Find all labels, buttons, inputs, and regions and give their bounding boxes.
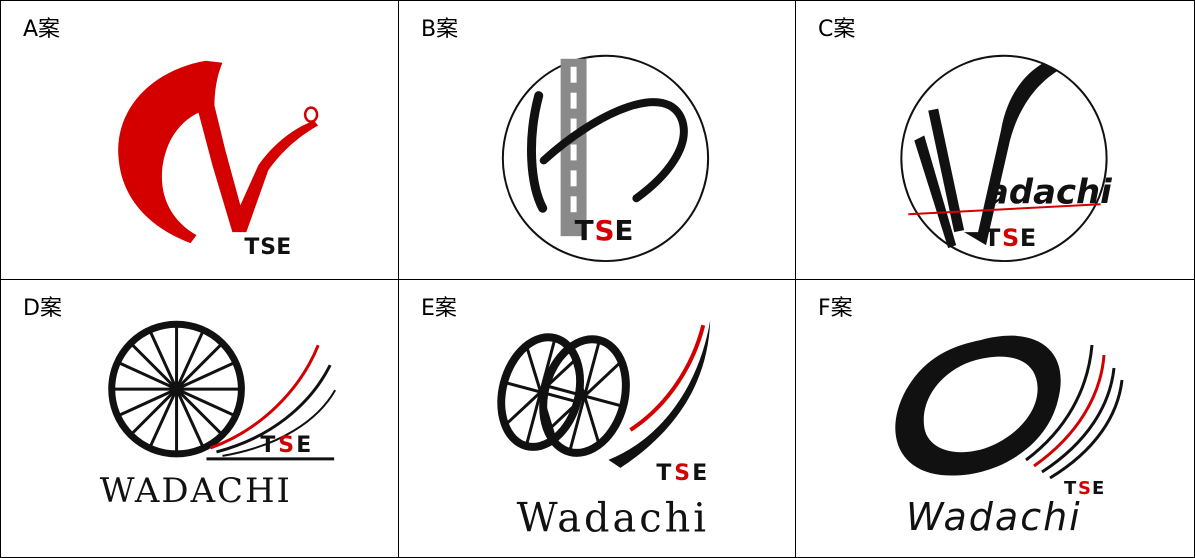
proposal-b-cell: B案 T S E bbox=[399, 1, 796, 280]
proposal-f-label: F案 bbox=[818, 296, 853, 321]
f-wordmark: Wadachi bbox=[906, 495, 1082, 539]
proposal-d-logo: T S E WADACHI bbox=[100, 320, 337, 510]
c-tse-s: S bbox=[1002, 224, 1019, 252]
c-tse-e: E bbox=[1020, 224, 1036, 252]
c-wordmark: adachi bbox=[986, 172, 1112, 211]
b-tse-e: E bbox=[614, 214, 633, 247]
d-tse-e: E bbox=[296, 433, 311, 458]
proposal-a-logo: T S E bbox=[118, 60, 319, 260]
f-tse-s: S bbox=[1078, 478, 1091, 499]
e-tse-e: E bbox=[692, 461, 707, 486]
proposal-a-cell: A案 T S E bbox=[1, 1, 399, 280]
proposal-c-cell: C案 adachi T S E bbox=[796, 1, 1194, 280]
proposal-b-label: B案 bbox=[421, 17, 459, 42]
proposal-c-label: C案 bbox=[818, 17, 856, 42]
e-tse-t: T bbox=[656, 461, 671, 486]
proposal-e-logo: T S E Wadachi bbox=[497, 320, 711, 542]
e-wordmark: Wadachi bbox=[517, 496, 709, 542]
proposal-a-label: A案 bbox=[23, 17, 61, 42]
f-tse-e: E bbox=[1092, 478, 1104, 499]
b-tse-t: T bbox=[575, 214, 594, 247]
d-wordmark: WADACHI bbox=[100, 471, 292, 510]
proposal-c-logo: adachi T S E bbox=[900, 54, 1112, 263]
proposal-e-cell: E案 T S E Wadachi bbox=[399, 280, 796, 557]
d-tse-s: S bbox=[278, 433, 294, 458]
b-tse-s: S bbox=[595, 214, 615, 247]
a-tse-e: E bbox=[276, 235, 291, 260]
f-tse-t: T bbox=[1064, 478, 1077, 499]
proposal-f-cell: F案 T S E Wadachi bbox=[796, 280, 1194, 557]
proposal-f-logo: T S E Wadachi bbox=[895, 335, 1124, 539]
e-tse-s: S bbox=[674, 461, 690, 486]
proposal-b-logo: T S E bbox=[501, 54, 710, 263]
a-tse-s: S bbox=[260, 235, 276, 260]
proposal-e-label: E案 bbox=[421, 296, 457, 321]
c-tse-t: T bbox=[984, 224, 1001, 252]
proposal-d-label: D案 bbox=[23, 296, 62, 321]
d-tse-t: T bbox=[260, 433, 275, 458]
proposal-d-cell: D案 T S E WADACHI bbox=[1, 280, 399, 557]
a-tse-t: T bbox=[244, 235, 259, 260]
